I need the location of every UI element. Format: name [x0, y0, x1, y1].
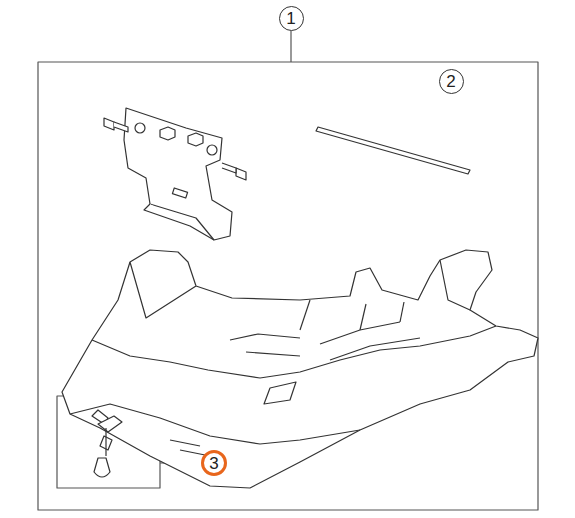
callout-circle: 1: [279, 6, 304, 31]
callout-circle: 3: [201, 450, 227, 476]
mounting-bracket: [104, 108, 246, 240]
quick-release-fastener: [92, 410, 122, 477]
rod: [316, 100, 470, 174]
kit-frame: [38, 62, 538, 510]
callout-circle: 2: [439, 69, 464, 94]
callout-number: 2: [446, 73, 455, 90]
skid-plate: [62, 250, 538, 488]
callout-number: 1: [286, 10, 295, 27]
callout-number: 3: [209, 455, 218, 472]
